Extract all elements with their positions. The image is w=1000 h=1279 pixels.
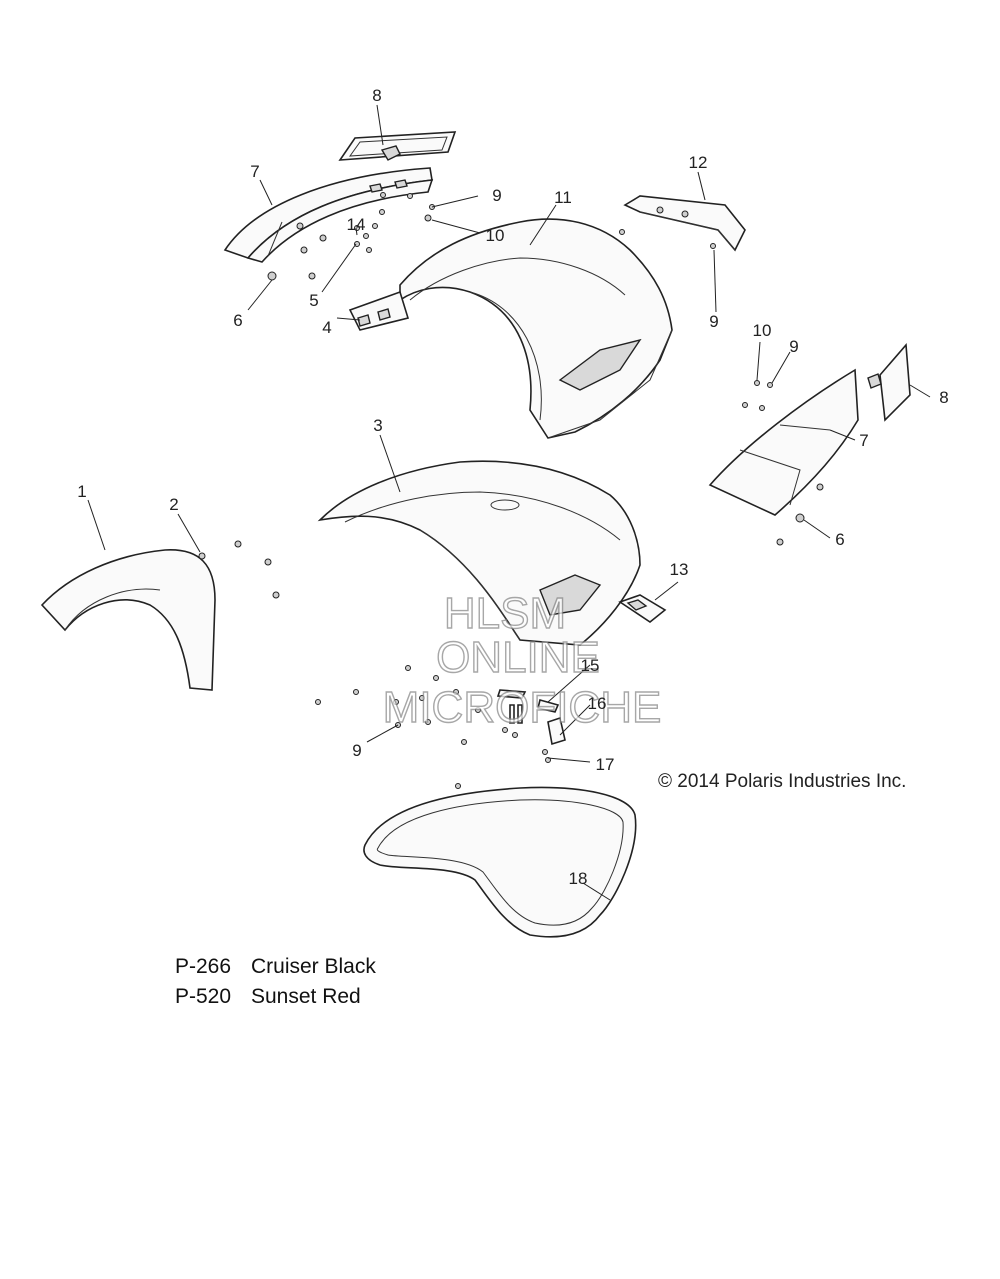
- watermark-line-2: ONLINE: [436, 633, 600, 682]
- part-18-seal: [363, 786, 637, 938]
- callout-7-right: 7: [859, 431, 868, 450]
- callout-15: 15: [581, 656, 600, 675]
- callout-6-right: 6: [835, 530, 844, 549]
- callout-10-upper: 10: [486, 226, 505, 245]
- callout-14: 14: [347, 215, 366, 234]
- color-code-row: P-266 Cruiser Black: [175, 952, 376, 982]
- callout-5: 5: [309, 291, 318, 310]
- callout-9-lower: 9: [352, 741, 361, 760]
- color-code-list: P-266 Cruiser Black P-520 Sunset Red: [175, 952, 376, 1012]
- color-code-row: P-520 Sunset Red: [175, 982, 376, 1012]
- part-7-right-trim: [708, 368, 859, 516]
- callout-11: 11: [554, 188, 572, 207]
- callout-labels: 8 7 9 10 11 12 9 14 5 4 6 10 9 8 7 6 3 1…: [77, 86, 948, 888]
- callout-8-upper: 8: [372, 86, 381, 105]
- callout-7-upper: 7: [250, 162, 259, 181]
- color-name: Sunset Red: [251, 985, 361, 1008]
- part-8-right-reflector: [867, 343, 911, 422]
- callout-6-upper: 6: [233, 311, 242, 330]
- part-3-case: [317, 460, 641, 646]
- part-8-upper-reflector: [338, 131, 457, 161]
- callout-13: 13: [670, 560, 689, 579]
- callout-18: 18: [569, 869, 588, 888]
- callout-1: 1: [77, 482, 86, 501]
- watermark-line-3: MICROFICHE: [383, 683, 662, 732]
- part-11-lid: [399, 218, 673, 439]
- callout-9-upper: 9: [492, 186, 501, 205]
- callout-8-right: 8: [939, 388, 948, 407]
- hardware: [198, 192, 824, 789]
- callout-10-right: 10: [753, 321, 772, 340]
- callout-17: 17: [596, 755, 615, 774]
- part-13-latch: [618, 594, 667, 623]
- copyright-notice: © 2014 Polaris Industries Inc.: [658, 771, 907, 792]
- callout-2: 2: [169, 495, 178, 514]
- callout-4: 4: [322, 318, 331, 337]
- callout-9-right: 9: [789, 337, 798, 356]
- part-4-hinge: [348, 290, 410, 331]
- callout-16: 16: [588, 694, 607, 713]
- part-1-cover: [40, 549, 216, 691]
- watermark: HLSM ONLINE MICROFICHE: [382, 588, 662, 732]
- part-12-trim: [623, 195, 746, 252]
- callout-9-lid: 9: [709, 312, 718, 331]
- callout-3: 3: [373, 416, 382, 435]
- watermark-line-1: HLSM: [444, 589, 566, 638]
- color-name: Cruiser Black: [251, 955, 376, 978]
- part-7-upper-trim: [223, 167, 434, 263]
- leader-lines: [87, 104, 931, 901]
- callout-12: 12: [689, 153, 708, 172]
- color-code: P-520: [175, 985, 232, 1008]
- color-code: P-266: [175, 955, 232, 978]
